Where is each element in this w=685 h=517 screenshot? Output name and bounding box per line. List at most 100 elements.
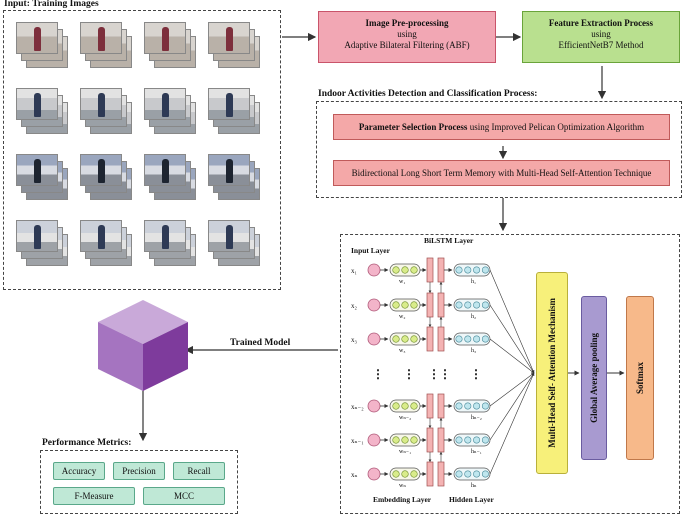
training-image-thumbnail: [16, 22, 58, 54]
training-image-thumbnail: [144, 22, 186, 54]
hidden-unit: [481, 335, 489, 343]
metric-precision: Precision: [113, 462, 165, 480]
detection-panel: [316, 101, 682, 198]
hidden-unit: [473, 301, 481, 309]
parameter-selection-box: Parameter Selection Process using Improv…: [333, 114, 670, 140]
input-token-label: xₙ: [351, 471, 358, 479]
metric-mcc: MCC: [143, 487, 225, 505]
training-image-thumbnail: [144, 88, 186, 120]
bilstm-technique-box: Bidirectional Long Short Term Memory wit…: [333, 160, 670, 186]
attention-block: Multi-Head Self- Attention Mechanism: [536, 272, 568, 474]
person-figure: [162, 159, 169, 183]
training-image-thumbnail: [208, 220, 250, 252]
metrics-panel: [40, 450, 238, 514]
hidden-unit: [481, 301, 489, 309]
feature-extraction-box: Feature Extraction Process using Efficie…: [522, 11, 680, 63]
metrics-title: Performance Metrics:: [42, 438, 132, 448]
hidden-unit: [473, 436, 481, 444]
feature-extraction-title: Feature Extraction Process: [548, 18, 654, 28]
embedding-unit: [410, 301, 418, 309]
hidden-layer-label: Hidden Layer: [449, 495, 494, 504]
training-image-thumbnail: [80, 220, 122, 252]
input-node: [367, 467, 381, 481]
hidden-unit: [464, 402, 472, 410]
input-token-label: xₙ₋₁: [351, 437, 364, 445]
person-figure: [226, 27, 233, 51]
training-image-thumbnail: [208, 88, 250, 120]
bilstm-forward-cell: [426, 292, 434, 318]
embedding-layer-label: Embedding Layer: [373, 495, 432, 504]
embedding-weight-label: wₙ₋₁: [399, 449, 411, 455]
embedding-weight-label: w₂: [399, 314, 405, 320]
bilstm-backward-cell: [437, 326, 445, 352]
attention-connection: [489, 372, 535, 441]
embedding-unit: [401, 266, 409, 274]
embedding-unit: [392, 470, 400, 478]
embedding-unit: [410, 266, 418, 274]
hidden-unit: [455, 266, 463, 274]
attention-connection: [489, 372, 535, 475]
hidden-unit: [464, 335, 472, 343]
hidden-unit: [455, 470, 463, 478]
hidden-unit: [464, 436, 472, 444]
hidden-label: hₙ₋₁: [471, 449, 482, 455]
cube-icon: [98, 300, 188, 391]
input-token-label: xₙ₋₂: [351, 403, 364, 411]
input-node: [367, 332, 381, 346]
person-figure: [98, 159, 105, 183]
metric-accuracy: Accuracy: [53, 462, 105, 480]
bilstm-backward-cell: [437, 292, 445, 318]
person-figure: [98, 225, 105, 249]
hidden-unit: [481, 266, 489, 274]
input-node: [367, 263, 381, 277]
ellipsis-marker: ⋮: [439, 367, 451, 381]
training-image-thumbnail: [144, 154, 186, 186]
ellipsis-marker: ⋮: [372, 367, 384, 381]
input-token-label: x₁: [351, 267, 357, 275]
hidden-label: hₙ₋₂: [471, 415, 482, 421]
hidden-unit: [455, 436, 463, 444]
hidden-unit: [455, 301, 463, 309]
attention-connection: [489, 269, 535, 374]
feature-extraction-method: EfficientNetB7 Method: [558, 40, 644, 50]
embedding-unit: [410, 436, 418, 444]
input-node: [367, 433, 381, 447]
hidden-label: h₂: [471, 314, 476, 320]
metric-recall: Recall: [173, 462, 225, 480]
ellipsis-marker: ⋮: [470, 367, 482, 381]
input-images-title: Input: Training Images: [4, 0, 99, 9]
embedding-unit: [410, 470, 418, 478]
embedding-unit: [392, 436, 400, 444]
bilstm-forward-cell: [426, 257, 434, 283]
embedding-unit: [410, 402, 418, 410]
parameter-selection-bold: Parameter Selection Process: [358, 122, 468, 132]
preprocessing-method: Adaptive Bilateral Filtering (ABF): [344, 40, 470, 50]
detection-title: Indoor Activities Detection and Classifi…: [318, 89, 538, 99]
embedding-unit: [392, 301, 400, 309]
embedding-unit: [392, 402, 400, 410]
attention-connection: [489, 304, 535, 374]
ellipsis-marker: ⋮: [428, 367, 440, 381]
embedding-weight-label: w₁: [399, 279, 405, 285]
training-image-thumbnail: [208, 22, 250, 54]
bilstm-backward-cell: [437, 427, 445, 453]
hidden-unit: [464, 266, 472, 274]
training-image-thumbnail: [144, 220, 186, 252]
ellipsis-marker: ⋮: [403, 367, 415, 381]
hidden-unit: [481, 402, 489, 410]
feature-extraction-using: using: [591, 29, 611, 39]
hidden-unit: [464, 470, 472, 478]
hidden-label: h₃: [471, 348, 476, 354]
pooling-block: Global Average pooling: [581, 296, 607, 460]
bilstm-backward-cell: [437, 393, 445, 419]
hidden-unit: [473, 402, 481, 410]
hidden-unit: [481, 470, 489, 478]
attention-connection: [489, 338, 535, 374]
bilstm-backward-cell: [437, 461, 445, 487]
embedding-unit: [401, 402, 409, 410]
input-token-label: x₂: [351, 302, 358, 310]
trained-model-label: Trained Model: [230, 338, 291, 348]
training-image-thumbnail: [80, 154, 122, 186]
